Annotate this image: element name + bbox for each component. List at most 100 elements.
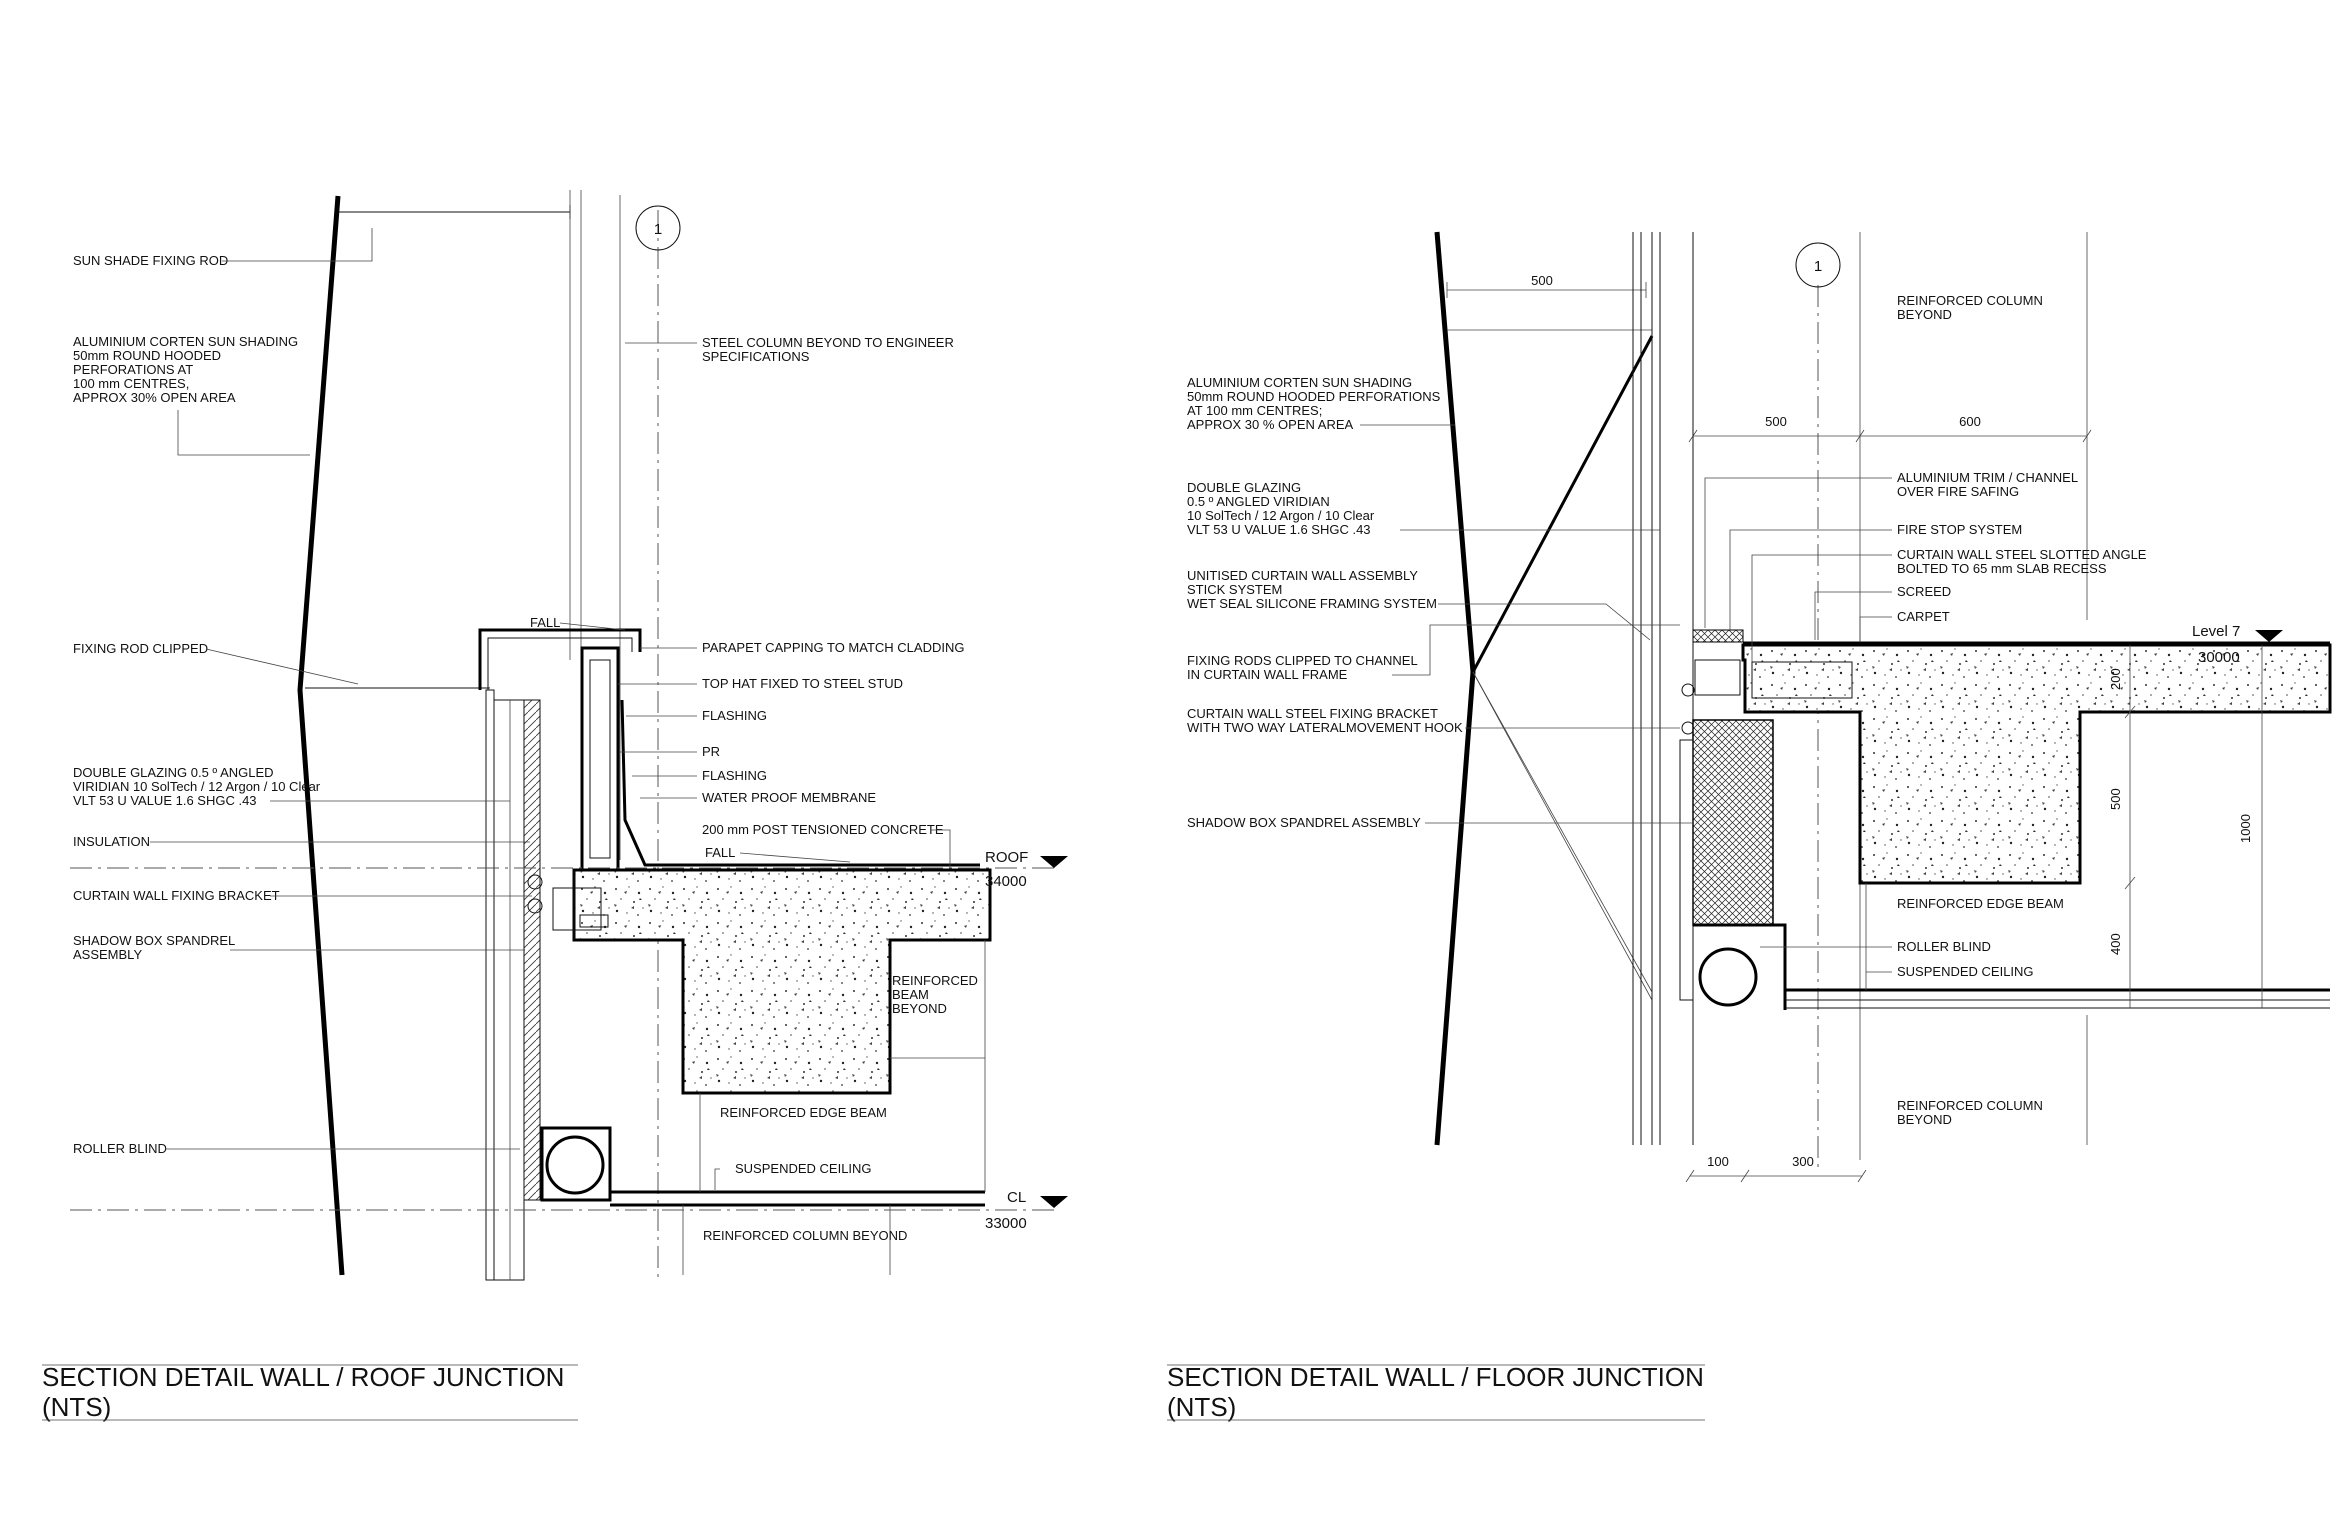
svg-text:SHADOW BOX SPANDREL: SHADOW BOX SPANDREL [73, 933, 235, 948]
roof-label-fixing-rod: FIXING ROD CLIPPED [73, 641, 208, 656]
floor-label-fixing-rods: FIXING RODS CLIPPED TO CHANNEL IN CURTAI… [1187, 653, 1418, 682]
floor-level-marker [2255, 630, 2283, 642]
roof-detail-title: SECTION DETAIL WALL / ROOF JUNCTION [42, 1362, 564, 1392]
svg-text:IN CURTAIN WALL FRAME: IN CURTAIN WALL FRAME [1187, 667, 1348, 682]
floor-fire-safing [1692, 629, 1744, 643]
floor-label-roller-blind: ROLLER BLIND [1897, 939, 1991, 954]
roof-label-parapet: PARAPET CAPPING TO MATCH CLADDING [702, 640, 964, 655]
roof-roller-blind [545, 1135, 605, 1195]
roof-label-pr: PR [702, 744, 720, 759]
roof-label-beam-beyond: REINFORCED BEAM BEYOND [892, 973, 978, 1016]
floor-grid-marker [1795, 242, 1841, 288]
svg-text:DOUBLE GLAZING 0.5 º ANGLED: DOUBLE GLAZING 0.5 º ANGLED [73, 765, 274, 780]
roof-level-marker [1040, 856, 1068, 868]
svg-text:BEYOND: BEYOND [1897, 307, 1952, 322]
floor-label-suspended-ceiling: SUSPENDED CEILING [1897, 964, 2034, 979]
svg-text:100 mm CENTRES,: 100 mm CENTRES, [73, 376, 189, 391]
floor-detail-subtitle: (NTS) [1167, 1392, 1236, 1422]
roof-label-fall-bottom: FALL [705, 845, 735, 860]
svg-text:REINFORCED COLUMN: REINFORCED COLUMN [1897, 293, 2043, 308]
roof-label-insulation: INSULATION [73, 834, 150, 849]
svg-text:VLT 53 U VALUE 1.6 SHGC: VLT 53 U VALUE 1.6 SHGC .43 [73, 793, 257, 808]
floor-fixing-rod-brace [1471, 335, 1654, 673]
floor-dim-600: 600 [1959, 414, 1981, 429]
floor-label-slotted-angle: CURTAIN WALL STEEL SLOTTED ANGLE BOLTED … [1897, 547, 2147, 576]
floor-level-value: 30000 [2198, 649, 2240, 666]
floor-label-fixing-bracket: CURTAIN WALL STEEL FIXING BRACKET WITH T… [1187, 706, 1463, 735]
floor-sun-shade-blade [1434, 231, 1476, 1146]
svg-text:50mm ROUND HOODED PERFORATIONS: 50mm ROUND HOODED PERFORATIONS [1187, 389, 1441, 404]
roof-label-fixing-bracket: CURTAIN WALL FIXING BRACKET [73, 888, 280, 903]
floor-dim-400: 400 [2108, 933, 2123, 955]
roof-grid-label: 1 [654, 221, 662, 238]
roof-concrete-slab [572, 868, 992, 1095]
roof-label-shadow-box: SHADOW BOX SPANDREL ASSEMBLY [73, 933, 235, 962]
floor-fixing-bracket [1694, 659, 1741, 696]
floor-dim-500: 500 [1765, 414, 1787, 429]
floor-label-shadow-box: SHADOW BOX SPANDREL ASSEMBLY [1187, 815, 1421, 830]
roof-label-double-glazing: DOUBLE GLAZING 0.5 º ANGLED VIRIDIAN 10 … [73, 765, 321, 808]
roof-label-flashing-2: FLASHING [702, 768, 767, 783]
roof-label-membrane: WATER PROOF MEMBRANE [702, 790, 876, 805]
floor-level-name: Level 7 [2192, 623, 2240, 640]
roof-label-column-beyond: REINFORCED COLUMN BEYOND [703, 1228, 907, 1243]
floor-dim-100: 100 [1707, 1154, 1729, 1169]
svg-text:ASSEMBLY: ASSEMBLY [73, 947, 142, 962]
floor-label-double-glazing: DOUBLE GLAZING 0.5 º ANGLED VIRIDIAN 10 … [1187, 480, 1375, 537]
floor-dim-1000: 1000 [2238, 814, 2253, 843]
roof-detail: 1 ROOF [42, 190, 1068, 1422]
floor-roller-blind [1698, 947, 1758, 1007]
svg-text:BEYOND: BEYOND [1897, 1112, 1952, 1127]
cl-level-name: CL [1007, 1189, 1026, 1206]
svg-text:0.5 º ANGLED VIRIDIAN: 0.5 º ANGLED VIRIDIAN [1187, 494, 1330, 509]
floor-label-carpet: CARPET [1897, 609, 1950, 624]
floor-dim-300: 300 [1792, 1154, 1814, 1169]
roof-detail-subtitle: (NTS) [42, 1392, 111, 1422]
svg-text:VLT 53 U VALUE 1.6 SHGC: VLT 53 U VALUE 1.6 SHGC .43 [1187, 522, 1371, 537]
svg-text:REINFORCED: REINFORCED [892, 973, 978, 988]
floor-detail-title: SECTION DETAIL WALL / FLOOR JUNCTION [1167, 1362, 1704, 1392]
roof-label-sun-shading: ALUMINIUM CORTEN SUN SHADING 50mm ROUND … [73, 334, 298, 405]
roof-label-flashing-1: FLASHING [702, 708, 767, 723]
roof-level-name: ROOF [985, 849, 1028, 866]
svg-text:FIXING RODS CLIPPED TO CHANNEL: FIXING RODS CLIPPED TO CHANNEL [1187, 653, 1418, 668]
roof-fixing-bracket [552, 887, 602, 931]
floor-slotted-angle [1751, 661, 1853, 699]
svg-text:DOUBLE GLAZING: DOUBLE GLAZING [1187, 480, 1301, 495]
floor-label-trim: ALUMINIUM TRIM / CHANNEL OVER FIRE SAFIN… [1897, 470, 2078, 499]
svg-text:WET SEAL SILICONE FRAMING SYST: WET SEAL SILICONE FRAMING SYSTEM [1187, 596, 1437, 611]
floor-label-column-beyond-bottom: REINFORCED COLUMN BEYOND [1897, 1098, 2043, 1127]
svg-text:STICK SYSTEM: STICK SYSTEM [1187, 582, 1282, 597]
svg-text:REINFORCED COLUMN: REINFORCED COLUMN [1897, 1098, 2043, 1113]
svg-text:CURTAIN WALL STEEL FIXING BRAC: CURTAIN WALL STEEL FIXING BRACKET [1187, 706, 1438, 721]
roof-sun-shade-blade [297, 195, 345, 1276]
roof-grid-marker [635, 205, 681, 251]
svg-text:STEEL COLUMN BEYOND TO ENGINEE: STEEL COLUMN BEYOND TO ENGINEER [702, 335, 954, 350]
svg-text:APPROX 30% OPEN AREA: APPROX 30% OPEN AREA [73, 390, 236, 405]
floor-label-column-beyond-top: REINFORCED COLUMN BEYOND [1897, 293, 2043, 322]
roof-label-edge-beam: REINFORCED EDGE BEAM [720, 1105, 887, 1120]
roof-label-suspended-ceiling: SUSPENDED CEILING [735, 1161, 872, 1176]
roof-label-fall-top: FALL [530, 615, 560, 630]
svg-text:10 SolTech / 12 Argon / 10 Cle: 10 SolTech / 12 Argon / 10 Clear [1187, 508, 1375, 523]
svg-text:SPECIFICATIONS: SPECIFICATIONS [702, 349, 810, 364]
roof-label-sun-shade-rod: SUN SHADE FIXING ROD [73, 253, 228, 268]
roof-flashing [620, 699, 980, 867]
roof-label-roller-blind: ROLLER BLIND [73, 1141, 167, 1156]
floor-dim-500-vert: 500 [2108, 788, 2123, 810]
svg-text:OVER FIRE SAFING: OVER FIRE SAFING [1897, 484, 2019, 499]
svg-text:BEAM: BEAM [892, 987, 929, 1002]
svg-text:ALUMINIUM CORTEN SUN SHADING: ALUMINIUM CORTEN SUN SHADING [1187, 375, 1412, 390]
floor-label-sun-shading: ALUMINIUM CORTEN SUN SHADING 50mm ROUND … [1187, 375, 1441, 432]
svg-text:WITH TWO WAY LATERALMOVEMENT H: WITH TWO WAY LATERALMOVEMENT HOOK [1187, 720, 1463, 735]
svg-text:50mm ROUND HOODED: 50mm ROUND HOODED [73, 348, 221, 363]
svg-text:UNITISED CURTAIN WALL ASSEMBLY: UNITISED CURTAIN WALL ASSEMBLY [1187, 568, 1418, 583]
floor-detail: 500 1 500 600 [1167, 231, 2332, 1422]
floor-dim-200: 200 [2108, 668, 2123, 690]
svg-text:APPROX 30 % OPEN AREA: APPROX 30 % OPEN AREA [1187, 417, 1354, 432]
cl-level-value: 33000 [985, 1215, 1027, 1232]
floor-dim-500-top: 500 [1531, 273, 1553, 288]
cl-level-marker [1040, 1196, 1068, 1208]
svg-text:CURTAIN WALL STEEL SLOTTED ANG: CURTAIN WALL STEEL SLOTTED ANGLE [1897, 547, 2147, 562]
